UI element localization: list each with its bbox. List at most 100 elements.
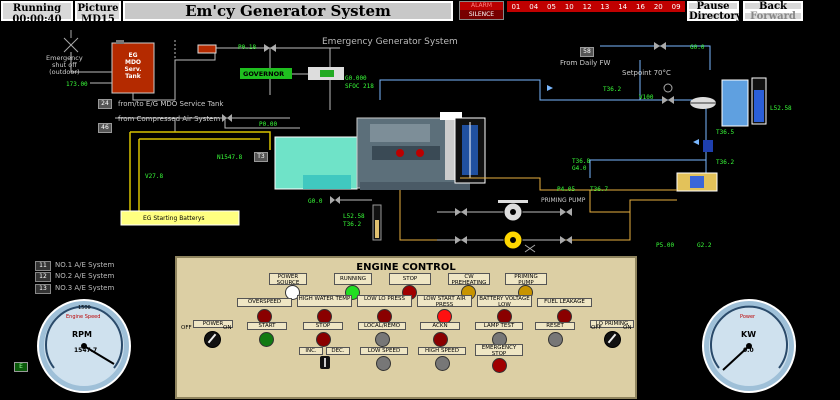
reading-t-oil: T36.7 [590,186,609,193]
alarm-label: HIGH WATER TEMP [297,295,352,307]
reading-t-exp: T36.2 [603,86,622,93]
status-label: CW PREHEATING [448,273,490,286]
ackn-button[interactable] [433,332,448,347]
reset-button[interactable] [548,332,563,347]
reading-p-oil: P4.05 [557,186,576,193]
pause-label: Pause [696,1,730,12]
air-tag[interactable]: 46 [98,123,112,133]
picture-id: MD15 [81,14,115,25]
rpm-gauge-name: Engine Speed [66,314,101,320]
rpm-gauge [37,299,131,393]
tank-label: EG MDO Serv. Tank [124,52,142,80]
system-link-1[interactable]: 11 NO.1 A/E System [35,261,114,271]
system-label: NO.1 A/E System [55,261,115,269]
alarm-code[interactable]: 04 [529,2,539,11]
fw-tag[interactable]: 58 [580,47,594,57]
air-valve-icon[interactable] [222,114,232,122]
stop-button[interactable] [316,332,331,347]
pause-button[interactable]: Pause [687,1,739,12]
cooler-icon [690,79,749,127]
reading-t-eng1: T36.8 [572,158,591,165]
alarm-code[interactable]: 09 [671,2,681,11]
alarm-code[interactable]: 05 [547,2,556,11]
priming-label: PRIMING PUMP [541,197,586,204]
emergency-stop-button[interactable] [492,358,507,373]
power-source-lamp [285,285,300,300]
alarm-silence-button[interactable]: ALARM SILENCE [459,1,504,20]
fw-valve-icon[interactable] [654,42,666,50]
fw-label: From Daily FW [560,59,611,67]
control-label: LO PRIMING [590,320,634,328]
directory-button[interactable]: Directory [687,11,742,22]
reading-l-tank: L52.58 [770,105,792,112]
reading-g-fw: G0.0 [690,44,705,51]
control-label: LOCAL/REMO [358,322,406,330]
alarm-code[interactable]: 10 [564,2,574,11]
alarm-label: ALARM [460,2,503,10]
reading-p-air: P0.00 [259,121,278,128]
kw-gauge-name: Power [740,314,756,320]
alarm-code[interactable]: 14 [618,2,628,11]
alarm-code[interactable]: 20 [653,2,663,11]
setpoint-label: Setpoint 70°C [622,69,671,77]
system-num: 13 [35,284,51,294]
speed-label: EMERGENCY STOP [475,344,523,357]
lo-priming-switch[interactable] [604,331,621,348]
silence-label: SILENCE [460,10,503,19]
bottom-tag[interactable]: E [14,362,28,372]
alarm-label: LOW START AIR PRESS [417,295,472,308]
oil-valve-icon[interactable] [455,208,572,244]
speed-inc-dec-switch[interactable] [320,356,330,369]
radiator-icon [454,117,486,184]
control-label: RESET [535,322,575,330]
reading-p-top: P0.18 [238,44,257,51]
reading-l-left: 173.00 [66,81,88,88]
mdo-tag[interactable]: 24 [98,99,112,109]
alarm-code[interactable]: 01 [511,2,521,11]
forward-button[interactable]: Forward [743,11,803,22]
reading-v-batt: V27.8 [145,173,164,180]
alarm-code[interactable]: 13 [600,2,610,11]
back-button[interactable]: Back [743,1,803,12]
status-label: PRIMING PUMP [505,273,547,286]
motor-tag[interactable]: T3 [254,152,268,162]
status-label: STOP [389,273,431,285]
starting-batteries[interactable] [120,210,240,226]
kw-gauge [702,299,796,393]
diagram-title: Emergency Generator System [322,37,458,47]
power-off-label: OFF [181,325,192,331]
shutoff-valve-icon[interactable] [63,30,79,53]
alarm-code[interactable]: 16 [636,2,645,11]
rpm-value: 1547.7 [74,347,98,354]
air-label: from Compressed Air System [118,115,221,123]
thermostat-valve-icon[interactable] [662,83,674,104]
local-remote-button[interactable] [375,332,390,347]
control-label: START [247,322,287,330]
alarm-code[interactable]: 12 [582,2,592,11]
system-num: 11 [35,261,51,271]
priming-on-label: ON [623,325,632,331]
reading-t-sump: T36.2 [343,221,362,228]
rpm-tick-max: 1500 [78,305,91,311]
governor-label[interactable]: GOVERNOR [243,70,285,78]
directory-label: Directory [689,11,742,22]
power-switch[interactable] [204,331,221,348]
low-speed-button[interactable] [376,356,391,371]
reading-sfoc: SFOC 218 [345,83,374,90]
picture-box[interactable]: Picture MD15 [75,1,121,25]
speed-label: HIGH SPEED [418,347,466,355]
lo-pump-icon[interactable] [503,230,523,250]
running-label: Running [12,3,62,14]
high-speed-button[interactable] [435,356,450,371]
priming-pump-icon[interactable] [498,200,528,222]
status-label: RUNNING [334,273,372,285]
system-label: NO.2 A/E System [55,272,115,280]
status-label: POWER SOURCE [269,273,307,286]
reading-v-valve: V100 [639,94,654,101]
start-button[interactable] [259,332,274,347]
reading-g-low: G2.2 [697,242,712,249]
priming-off-label: OFF [591,325,602,331]
